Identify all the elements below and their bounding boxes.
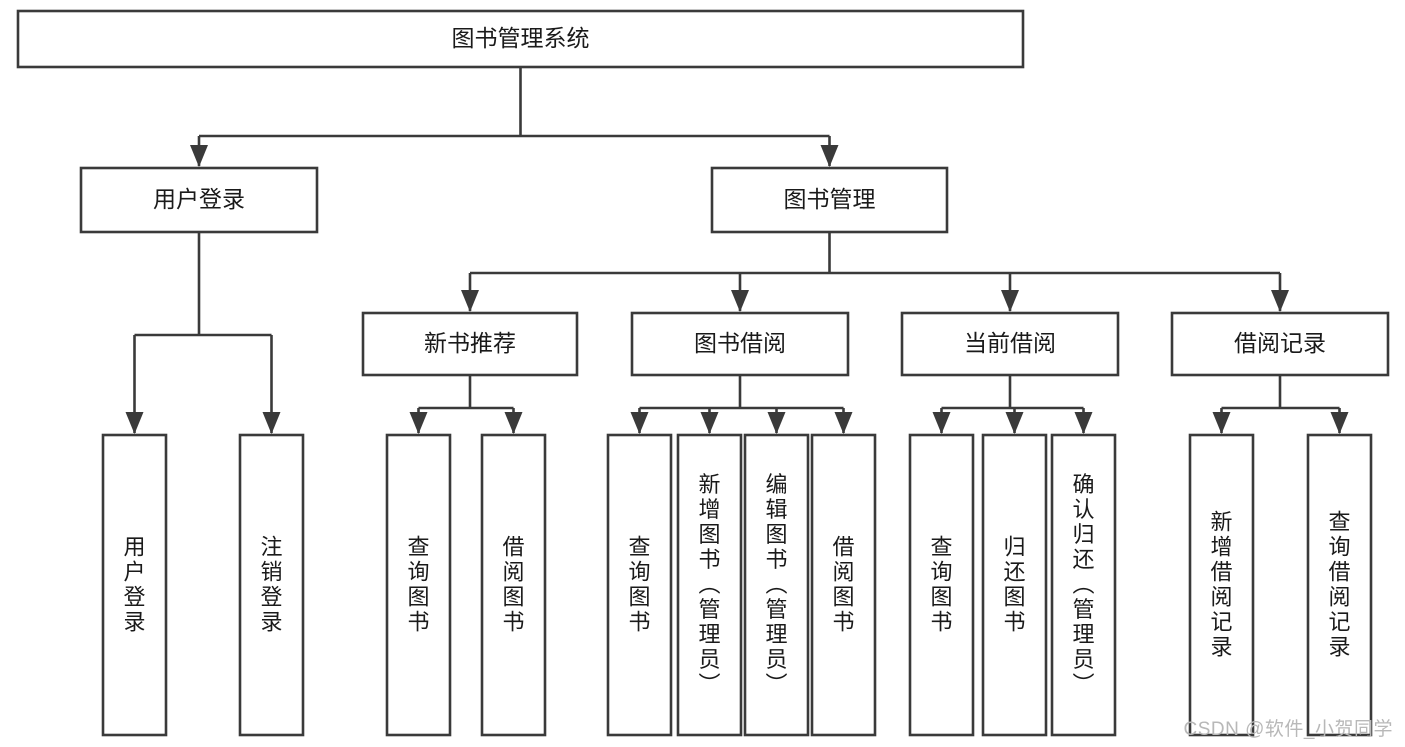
node-leaf-query-book-cur[interactable]: 查询图书 [908, 433, 975, 737]
node-leaf-add-book[interactable]: 新增图书︵管理员︶ [676, 433, 743, 737]
node-leaf-confirm-return[interactable]: 确认归还︵管理员︶ [1050, 433, 1117, 737]
arrow-head-icon [700, 412, 719, 434]
node-label: 借阅图书 [832, 535, 854, 635]
node-box [79, 166, 319, 234]
arrow-head-icon [504, 412, 523, 434]
node-user-login[interactable]: 用户登录 [79, 166, 319, 234]
node-box [676, 433, 743, 737]
arrow-head-icon [409, 412, 428, 434]
arrow-head-icon [834, 412, 853, 434]
arrow-head-icon [1074, 412, 1093, 434]
node-leaf-query-book-bor[interactable]: 查询图书 [606, 433, 673, 737]
node-current-borrow[interactable]: 当前借阅 [900, 311, 1120, 377]
node-box [743, 433, 810, 737]
node-label: 新增图书︵管理员︶ [698, 472, 720, 697]
node-box [1306, 433, 1373, 737]
node-box [361, 311, 579, 377]
arrow-head-icon [820, 145, 839, 167]
node-label: 查询图书 [628, 535, 650, 635]
node-label: 新增借阅记录 [1210, 510, 1232, 660]
node-book-borrow[interactable]: 图书借阅 [630, 311, 850, 377]
node-box [101, 433, 168, 737]
node-box [238, 433, 305, 737]
node-box [606, 433, 673, 737]
node-box [1050, 433, 1117, 737]
arrow-head-icon [731, 290, 749, 312]
arrow-head-icon [461, 290, 479, 312]
node-box [1170, 311, 1390, 377]
connectors-layer [125, 67, 1349, 434]
nodes-layer: 图书管理系统用户登录图书管理新书推荐图书借阅当前借阅借阅记录用户登录注销登录查询… [16, 9, 1390, 737]
node-label: 查询图书 [407, 535, 429, 635]
node-leaf-query-record[interactable]: 查询借阅记录 [1306, 433, 1373, 737]
node-box [900, 311, 1120, 377]
node-label: 用户登录 [123, 535, 145, 635]
node-label: 图书管理 [784, 186, 876, 212]
arrow-head-icon [1001, 290, 1019, 312]
arrow-head-icon [630, 412, 649, 434]
node-label: 用户登录 [153, 186, 245, 212]
arrow-head-icon [1212, 412, 1231, 434]
node-box [908, 433, 975, 737]
node-label: 借阅记录 [1234, 330, 1326, 356]
node-book-manage[interactable]: 图书管理 [710, 166, 949, 234]
node-label: 新书推荐 [424, 330, 516, 356]
node-leaf-borrow-book-rec[interactable]: 借阅图书 [480, 433, 547, 737]
arrow-head-icon [1271, 290, 1289, 312]
node-leaf-return-book[interactable]: 归还图书 [981, 433, 1048, 737]
node-box [1188, 433, 1255, 737]
node-new-book-recommend[interactable]: 新书推荐 [361, 311, 579, 377]
node-box [16, 9, 1025, 69]
node-root[interactable]: 图书管理系统 [16, 9, 1025, 69]
node-box [810, 433, 877, 737]
node-box [385, 433, 452, 737]
node-box [480, 433, 547, 737]
node-leaf-edit-book[interactable]: 编辑图书︵管理员︶ [743, 433, 810, 737]
arrow-head-icon [125, 412, 144, 434]
node-box [630, 311, 850, 377]
node-label: 图书借阅 [694, 330, 786, 356]
node-leaf-query-book-rec[interactable]: 查询图书 [385, 433, 452, 737]
arrow-head-icon [190, 145, 208, 167]
node-box [710, 166, 949, 234]
node-label: 注销登录 [260, 535, 282, 635]
node-label: 查询借阅记录 [1328, 510, 1350, 660]
node-box [981, 433, 1048, 737]
node-leaf-user-login[interactable]: 用户登录 [101, 433, 168, 737]
node-label: 编辑图书︵管理员︶ [765, 472, 787, 697]
node-label: 归还图书 [1003, 535, 1025, 635]
node-label: 借阅图书 [502, 535, 524, 635]
arrow-head-icon [1330, 412, 1349, 434]
node-label: 图书管理系统 [452, 25, 590, 51]
node-label: 当前借阅 [964, 330, 1056, 356]
node-leaf-borrow-book-bor[interactable]: 借阅图书 [810, 433, 877, 737]
arrow-head-icon [1005, 412, 1024, 434]
node-label: 确认归还︵管理员︶ [1072, 472, 1094, 697]
node-leaf-add-record[interactable]: 新增借阅记录 [1188, 433, 1255, 737]
node-borrow-record[interactable]: 借阅记录 [1170, 311, 1390, 377]
node-label: 查询图书 [930, 535, 952, 635]
arrow-head-icon [262, 412, 281, 434]
arrow-head-icon [767, 412, 786, 434]
arrow-head-icon [932, 412, 951, 434]
node-leaf-logout[interactable]: 注销登录 [238, 433, 305, 737]
